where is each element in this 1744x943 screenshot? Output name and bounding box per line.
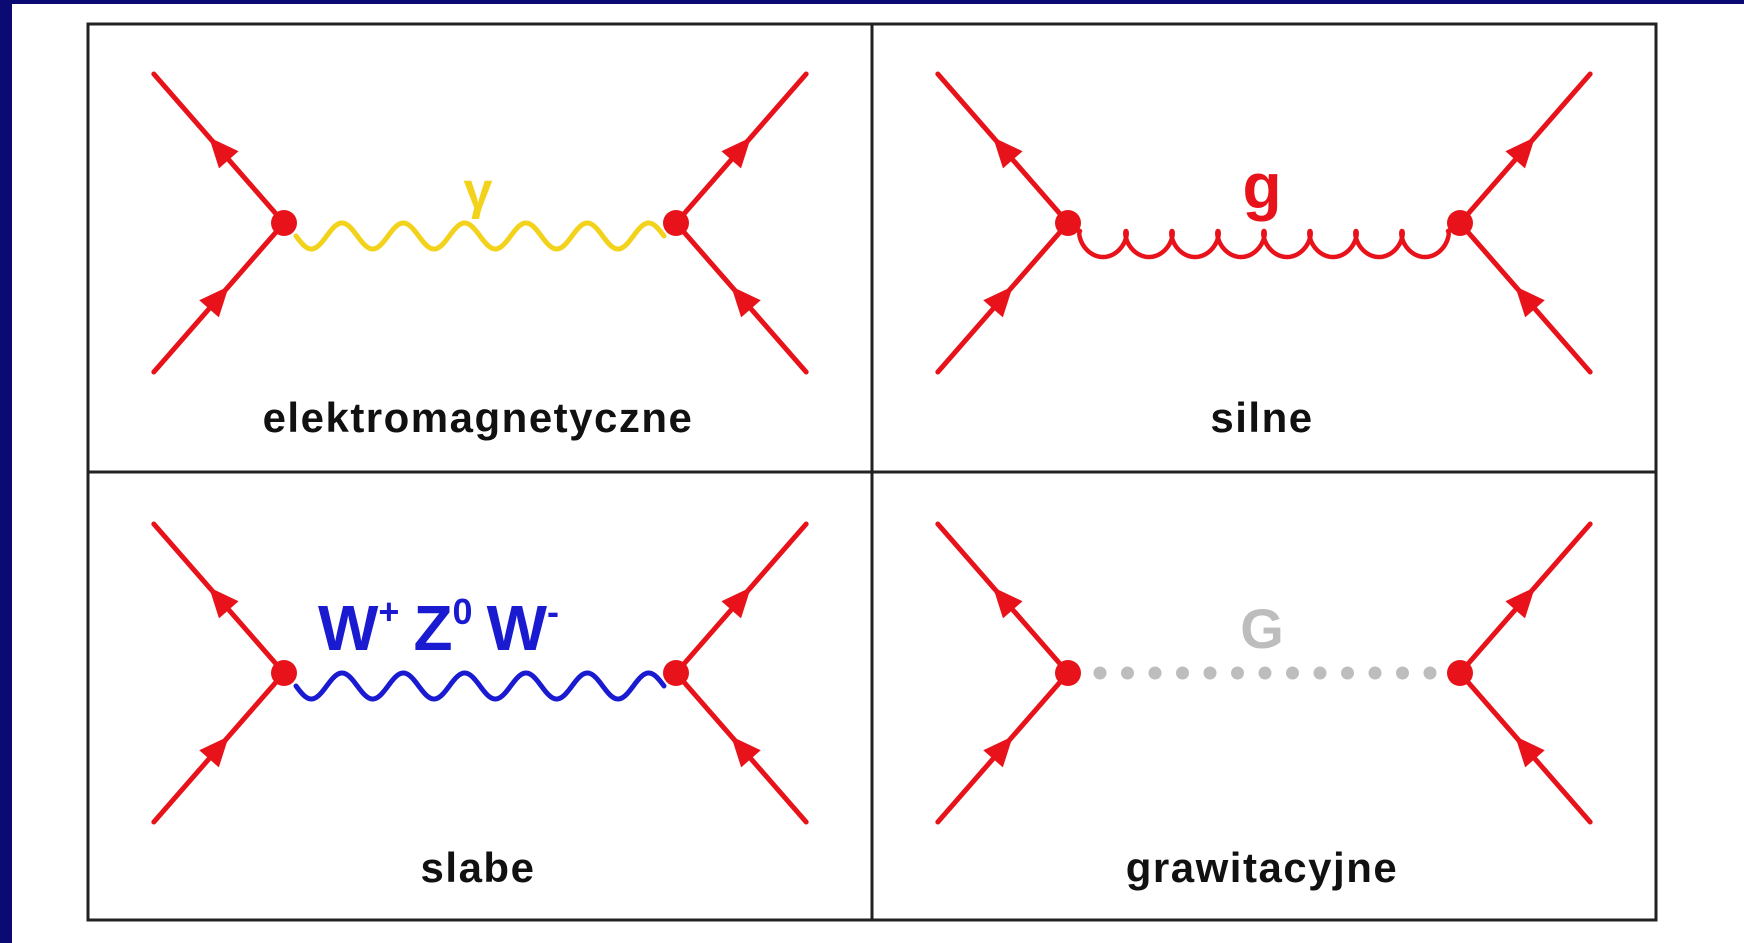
fermion-line-left-top-arrow-icon [209,137,239,169]
cell-gravitational: G grawitacyjne [935,521,1593,891]
weak-boson-wavy-line-icon [293,670,667,702]
boson-label-graviton: G [1240,597,1284,660]
boson-w-minus: W [487,592,548,664]
graviton-dot [1341,666,1354,680]
graviton-dot [1176,666,1189,680]
boson-label-gluon: g [1242,150,1281,222]
cell-electromagnetic: γ elektromagnetyczne [151,71,809,441]
fermion-line-right-top-arrow-icon [721,137,751,169]
graviton-dot [1258,666,1272,680]
boson-label-photon: γ [464,162,493,220]
slide-top-frame-bar [0,0,1744,4]
fermion-line-right-bottom-arrow-icon [731,286,761,318]
vertex-left-dot [271,660,297,686]
vertex-left-dot [1055,660,1081,686]
fermion-line-left-bottom-arrow-icon [199,286,229,318]
vertex-right-dot [663,210,689,236]
graviton-dot [1286,666,1299,680]
photon-wavy-line-icon [293,220,667,252]
gluon-curly-line-icon [1077,228,1451,260]
fermion-line-left-top-arrow-icon [209,587,239,619]
graviton-dot [1423,666,1437,680]
fermion-lines [151,71,809,375]
fermion-lines [935,521,1593,825]
fermion-line-right-top-arrow-icon [1505,587,1535,619]
fermion-line-left-top-arrow-icon [993,137,1023,169]
fermion-line-left-bottom-arrow-icon [199,736,229,768]
graviton-dot [1313,666,1327,680]
fermion-line-right-bottom-arrow-icon [1515,736,1545,768]
vertex-right-dot [663,660,689,686]
graviton-dot [1231,666,1244,680]
graviton-dot [1093,666,1107,680]
boson-z-zero: Z [413,592,452,664]
graviton-dotted-line-icon [1093,666,1437,680]
fermion-line-right-top-arrow-icon [1505,137,1535,169]
boson-z-zero-charge: 0 [453,591,473,632]
graviton-dot [1396,666,1409,680]
cell-label-gravitational: grawitacyjne [1126,844,1398,891]
slide-left-frame-bar [0,0,12,943]
graviton-dot [1148,666,1162,680]
fermion-line-left-bottom-arrow-icon [983,286,1013,318]
graviton-dot [1368,666,1382,680]
cell-label-strong: silne [1210,394,1313,441]
vertex-left-dot [271,210,297,236]
fermion-line-left-top-arrow-icon [993,587,1023,619]
fermion-lines [935,71,1593,375]
cell-strong: g silne [935,71,1593,441]
boson-w-plus: W [318,592,379,664]
fermion-line-right-bottom-arrow-icon [731,736,761,768]
fermion-line-right-bottom-arrow-icon [1515,286,1545,318]
boson-w-plus-charge: + [378,591,399,632]
fermion-lines [151,521,809,825]
vertex-right-dot [1447,210,1473,236]
fermion-line-left-bottom-arrow-icon [983,736,1013,768]
graviton-dot [1203,666,1217,680]
vertex-right-dot [1447,660,1473,686]
fermion-line-right-top-arrow-icon [721,587,751,619]
cell-label-electromagnetic: elektromagnetyczne [263,394,694,441]
boson-w-minus-charge: - [547,591,559,632]
vertex-left-dot [1055,210,1081,236]
graviton-dot [1121,666,1134,680]
cell-label-weak: slabe [421,844,536,891]
